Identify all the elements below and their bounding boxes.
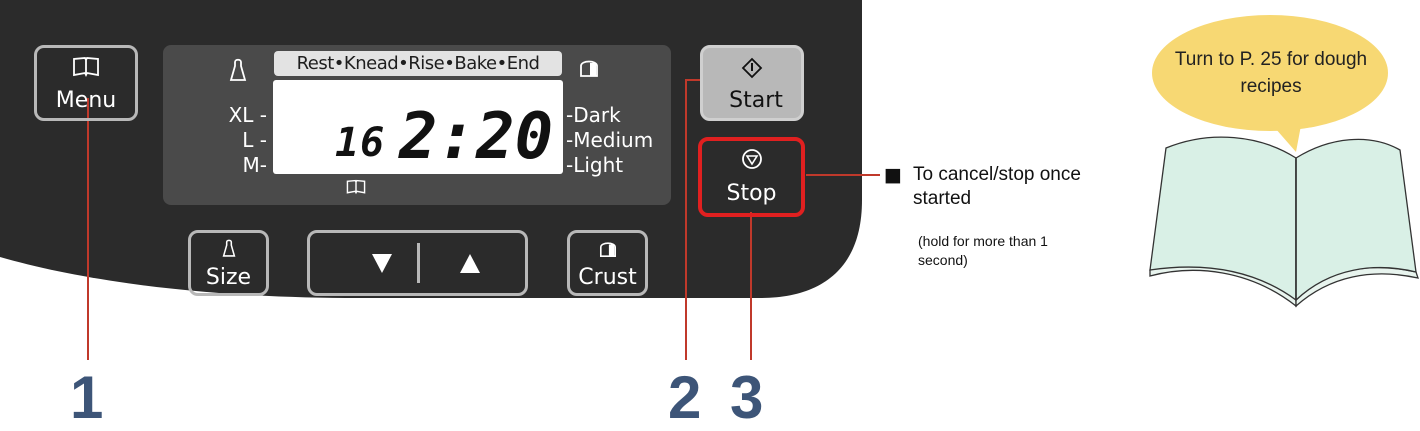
size-icon: [222, 239, 235, 257]
callout-number-menu: 1: [70, 364, 104, 431]
start-button-label: Start: [729, 88, 783, 113]
menu-book-indicator-icon: [346, 179, 366, 195]
callout-number-stop: 3: [730, 364, 764, 431]
stop-button[interactable]: Stop: [698, 137, 805, 217]
lcd-screen: 16 2:20: [273, 80, 563, 174]
size-level-l: L -: [242, 128, 267, 152]
stop-button-label: Stop: [726, 181, 777, 206]
crust-icon: [599, 242, 616, 258]
size-level-xl: XL -: [228, 103, 267, 127]
timer-clock-icon: [370, 306, 390, 326]
program-stage-bar: Rest•Knead•Rise•Bake•End: [274, 51, 562, 76]
stop-icon: [741, 149, 762, 169]
menu-button-label: Menu: [55, 88, 117, 113]
speech-bubble: [1152, 15, 1388, 152]
menu-button[interactable]: Menu: [34, 45, 138, 121]
recipe-bubble-text: Turn to P. 25 for dough recipes: [1174, 49, 1368, 97]
size-button[interactable]: Size: [188, 230, 269, 296]
down-arrow-icon: [372, 254, 392, 273]
crust-level-dark: -Dark: [566, 103, 621, 127]
note-bullet: ■: [884, 164, 902, 186]
timer-divider: [417, 243, 420, 283]
recipe-book-illustration: [1149, 136, 1419, 308]
timer-label: Timer: [393, 304, 456, 329]
start-button[interactable]: Start: [700, 45, 804, 121]
time-readout: 2:20: [399, 100, 554, 174]
stop-note-title-text: To cancel/stop once started: [913, 164, 1081, 209]
size-button-label: Size: [205, 265, 252, 290]
callout-line-start: [685, 79, 703, 360]
book-icon: [73, 57, 99, 78]
program-number-readout: 16: [335, 120, 386, 166]
start-diamond-icon: [741, 57, 763, 79]
stop-note-detail: (hold for more than 1 second): [918, 233, 1048, 268]
crust-button-label: Crust: [578, 265, 637, 290]
crust-button[interactable]: Crust: [567, 230, 648, 296]
crust-level-light: -Light: [566, 153, 624, 177]
stop-note-title: To cancel/stop once started: [913, 163, 1118, 211]
timer-adjust-button[interactable]: [307, 230, 528, 296]
loaf-size-icon: [229, 58, 247, 81]
crust-bread-icon: [580, 60, 598, 77]
callout-number-start: 2: [668, 364, 702, 431]
crust-level-medium: -Medium: [566, 128, 654, 152]
size-level-m: M-: [242, 153, 267, 177]
up-arrow-icon: [460, 254, 480, 273]
